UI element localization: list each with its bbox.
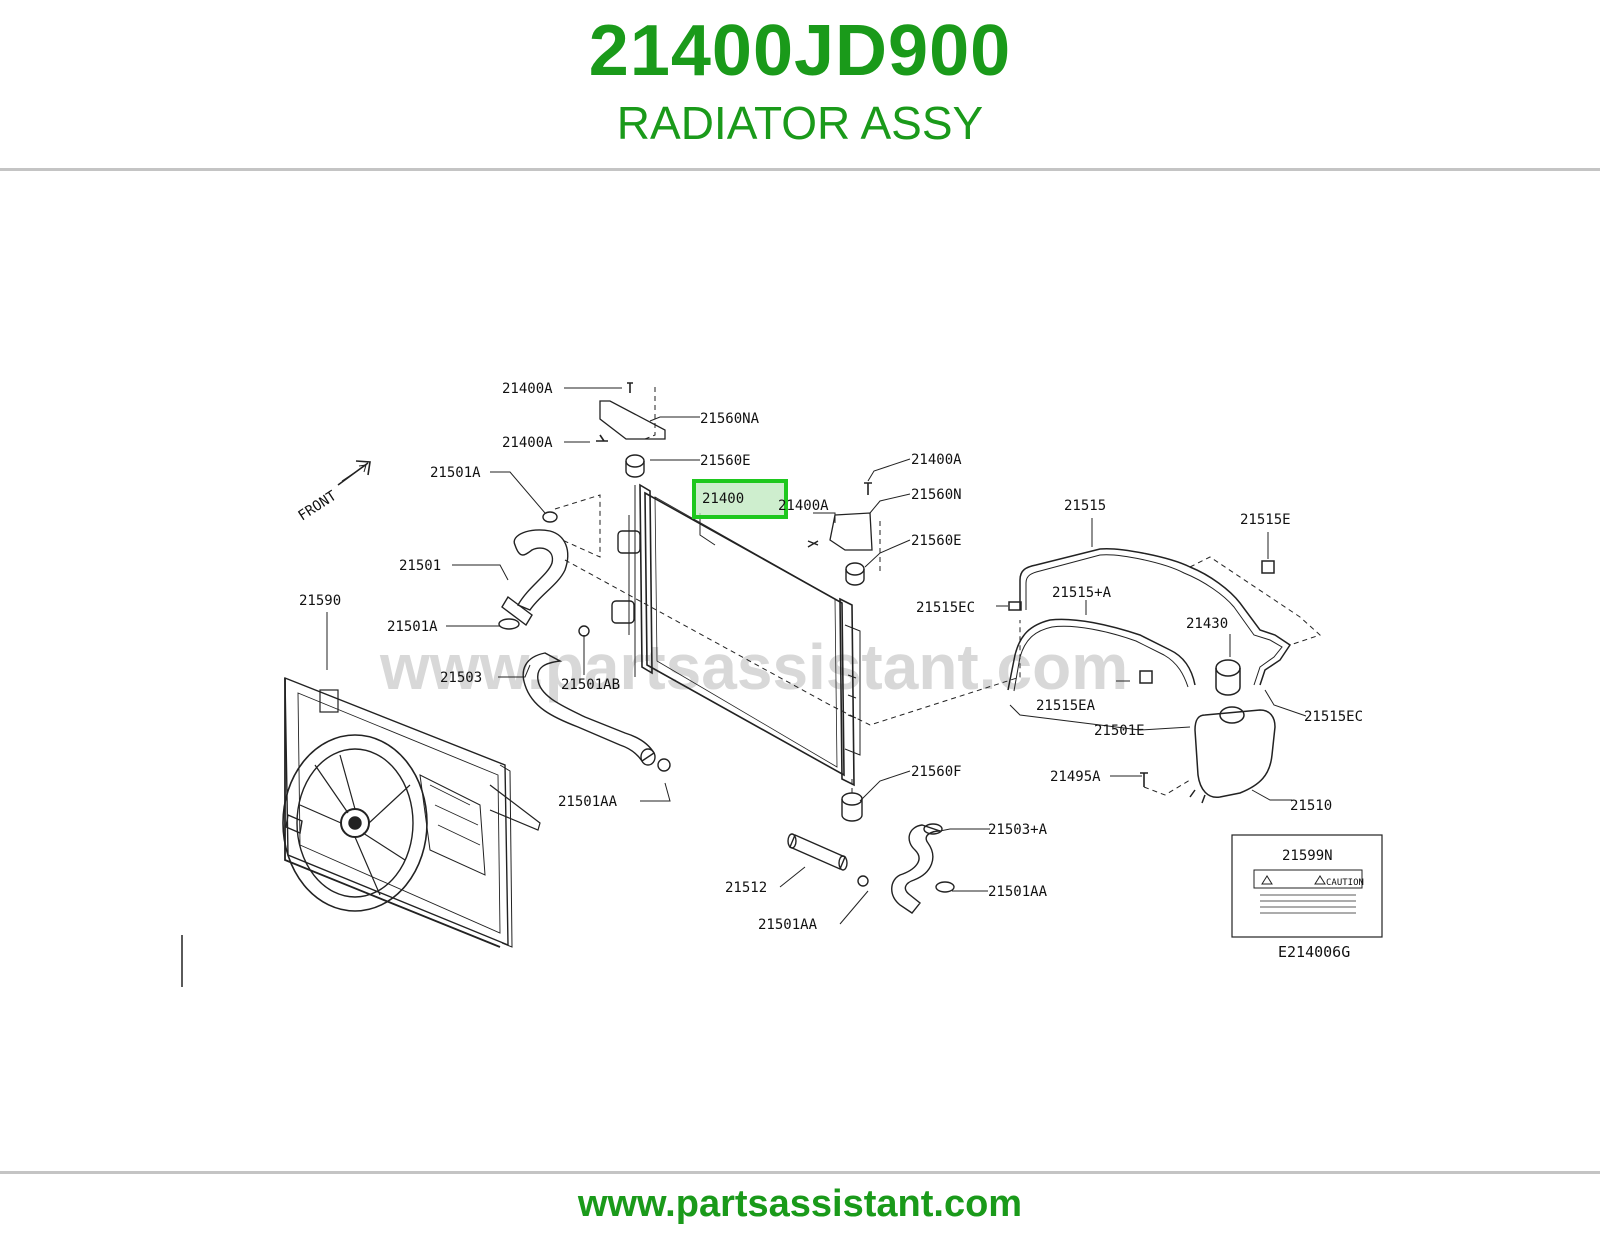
callout-21400A-mid[interactable]: 21400A [778,498,829,514]
parts-diagram: www.partsassistant.com FRONT [180,335,1420,1015]
callout-21503-plus-A[interactable]: 21503+A [988,822,1048,838]
callout-21515[interactable]: 21515 [1064,498,1106,514]
callout-21510[interactable]: 21510 [1290,798,1332,814]
callout-21501E[interactable]: 21501E [1094,723,1145,739]
callout-21515-plus-A[interactable]: 21515+A [1052,585,1112,601]
caution-label-text: CAUTION [1326,878,1364,888]
caution-label-part: 21599N [1282,848,1333,864]
footer-website-link[interactable]: www.partsassistant.com [577,1183,1023,1225]
fan-shroud-drawing [282,676,541,948]
callout-21512[interactable]: 21512 [725,880,767,896]
callout-21430[interactable]: 21430 [1186,616,1228,632]
callout-21400A-right[interactable]: 21400A [911,452,962,468]
part-name-subtitle: RADIATOR ASSY [616,97,984,149]
brackets-drawing [596,382,873,551]
callout-21515EC-left[interactable]: 21515EC [916,600,975,616]
upper-hose-drawing [498,511,569,630]
callout-21501[interactable]: 21501 [399,558,441,574]
callout-21560E-top[interactable]: 21560E [700,453,751,469]
footer-divider [0,1171,1600,1174]
header-divider [0,168,1600,171]
dashed-assembly-lines [554,387,1321,796]
callout-21495A[interactable]: 21495A [1050,769,1101,785]
callout-21400A-second[interactable]: 21400A [502,435,553,451]
front-label: FRONT [295,488,340,525]
callout-21501AA-left[interactable]: 21501AA [558,794,618,810]
callout-21560N[interactable]: 21560N [911,487,962,503]
callout-21560E-right[interactable]: 21560E [911,533,962,549]
caution-label-box [1231,834,1383,938]
leader-lines [326,387,1307,925]
reservoir-tank-drawing [1140,659,1276,804]
callout-21400A-top[interactable]: 21400A [502,381,553,397]
callout-21590[interactable]: 21590 [299,593,341,609]
callout-21515EC-right[interactable]: 21515EC [1304,709,1363,725]
watermark-text: www.partsassistant.com [379,631,1128,703]
lower-hose-drawing [522,625,671,772]
hose-21503-plus-a-drawing [891,823,955,914]
highlighted-part-box [692,479,788,519]
parts-diagram-svg: www.partsassistant.com FRONT [181,381,1383,987]
front-arrow-icon [337,460,371,486]
page-header: 21400JD900 RADIATOR ASSY [0,0,1600,168]
diagram-code: E214006G [1278,943,1350,961]
callout-21501AA-bottom[interactable]: 21501AA [758,917,818,933]
pipe-21512-drawing [787,833,869,887]
callout-21501AA-right[interactable]: 21501AA [988,884,1048,900]
radiator-core-drawing [611,483,861,787]
callout-21501AB[interactable]: 21501AB [561,677,620,693]
callout-21501A-mid[interactable]: 21501A [387,619,438,635]
callout-21560NA[interactable]: 21560NA [700,411,760,427]
callout-21515EA[interactable]: 21515EA [1036,698,1096,714]
part-number-title: 21400JD900 [588,11,1012,91]
callout-21503[interactable]: 21503 [440,670,482,686]
callout-21560F[interactable]: 21560F [911,764,962,780]
callout-21515E[interactable]: 21515E [1240,512,1291,528]
callout-21501A-top[interactable]: 21501A [430,465,481,481]
reservoir-hoses-drawing [1007,547,1292,692]
callout-21400[interactable]: 21400 [702,491,744,507]
